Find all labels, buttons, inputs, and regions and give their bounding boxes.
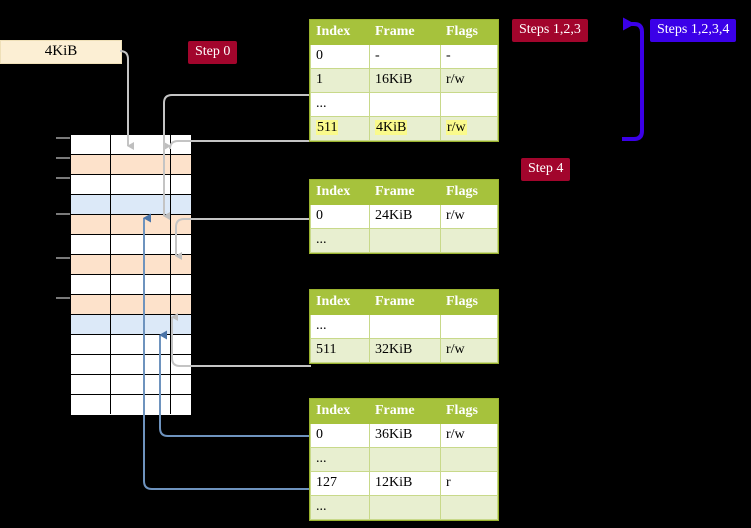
column-header-flags: Flags — [440, 180, 498, 205]
table-row: 511 4KiB r/w — [310, 116, 498, 141]
memory-row — [71, 215, 191, 235]
memory-row — [71, 255, 191, 275]
frame-box-4kib: 4KiB — [0, 40, 122, 64]
table-cell — [369, 447, 441, 472]
table-cell: 511 — [310, 338, 370, 363]
column-header-index: Index — [310, 290, 370, 315]
table-cell — [440, 495, 498, 520]
memory-tick — [56, 177, 70, 179]
table-cell: 4KiB — [369, 116, 441, 141]
table-cell: ... — [310, 447, 370, 472]
table-cell: r/w — [440, 204, 498, 229]
column-header-frame: Frame — [369, 399, 441, 424]
table-cell: 511 — [310, 116, 370, 141]
memory-row — [71, 175, 191, 195]
memory-row — [71, 295, 191, 315]
table-cell — [440, 228, 498, 253]
memory-row — [71, 135, 191, 155]
table-cell: - — [369, 44, 441, 69]
table-cell: 32KiB — [369, 338, 441, 363]
memory-row — [71, 395, 191, 415]
memory-row — [71, 375, 191, 395]
table-cell: 16KiB — [369, 68, 441, 93]
column-header-index: Index — [310, 399, 370, 424]
table-cell: 12KiB — [369, 471, 441, 496]
memory-divider — [110, 134, 111, 414]
column-header-flags: Flags — [440, 399, 498, 424]
table-cell: 127 — [310, 471, 370, 496]
memory-row — [71, 355, 191, 375]
table-cell: 36KiB — [369, 423, 441, 448]
column-header-index: Index — [310, 20, 370, 45]
table-row: ... — [310, 92, 498, 117]
table-cell: r/w — [440, 68, 498, 93]
table-row: ... — [310, 447, 498, 472]
step-0-badge: Step 0 — [188, 41, 238, 64]
table-cell — [369, 92, 441, 117]
memory-tick — [56, 137, 70, 139]
memory-row — [71, 155, 191, 175]
step-4-badge: Step 4 — [521, 158, 571, 181]
table-cell: r — [440, 471, 498, 496]
memory-row — [71, 235, 191, 255]
column-header-index: Index — [310, 180, 370, 205]
table-cell: r/w — [440, 116, 498, 141]
column-header-flags: Flags — [440, 20, 498, 45]
memory-tick — [56, 297, 70, 299]
physical-memory-column — [70, 134, 191, 415]
memory-tick — [56, 257, 70, 259]
steps-1234-badge: Steps 1,2,3,4 — [650, 19, 737, 42]
table-cell — [369, 314, 441, 339]
highlighted-value: 4KiB — [375, 120, 408, 135]
table-cell — [440, 314, 498, 339]
table-row: ... — [310, 495, 498, 520]
table-cell: r/w — [440, 338, 498, 363]
memory-row — [71, 315, 191, 335]
table-cell: ... — [310, 314, 370, 339]
table-cell — [440, 92, 498, 117]
memory-divider — [170, 134, 171, 414]
table-cell — [369, 228, 441, 253]
table-cell: 0 — [310, 204, 370, 229]
table-cell: ... — [310, 495, 370, 520]
table-cell: 24KiB — [369, 204, 441, 229]
column-header-frame: Frame — [369, 290, 441, 315]
table-cell — [369, 495, 441, 520]
column-header-frame: Frame — [369, 20, 441, 45]
table-cell: 0 — [310, 423, 370, 448]
memory-row — [71, 335, 191, 355]
table-cell: 0 — [310, 44, 370, 69]
table-row: ... — [310, 314, 498, 339]
memory-tick — [56, 213, 70, 215]
highlighted-value: 511 — [316, 120, 339, 135]
column-header-flags: Flags — [440, 290, 498, 315]
steps-123-badge: Steps 1,2,3 — [512, 19, 588, 42]
table-row: ... — [310, 228, 498, 253]
highlighted-value: r/w — [446, 120, 467, 135]
table-cell — [440, 447, 498, 472]
memory-tick — [56, 157, 70, 159]
table-cell: ... — [310, 228, 370, 253]
table-cell: 1 — [310, 68, 370, 93]
table-cell: r/w — [440, 423, 498, 448]
column-header-frame: Frame — [369, 180, 441, 205]
table-row: 0-- — [310, 44, 498, 69]
table-cell: ... — [310, 92, 370, 117]
memory-row — [71, 195, 191, 215]
memory-row — [71, 275, 191, 295]
table-cell: - — [440, 44, 498, 69]
